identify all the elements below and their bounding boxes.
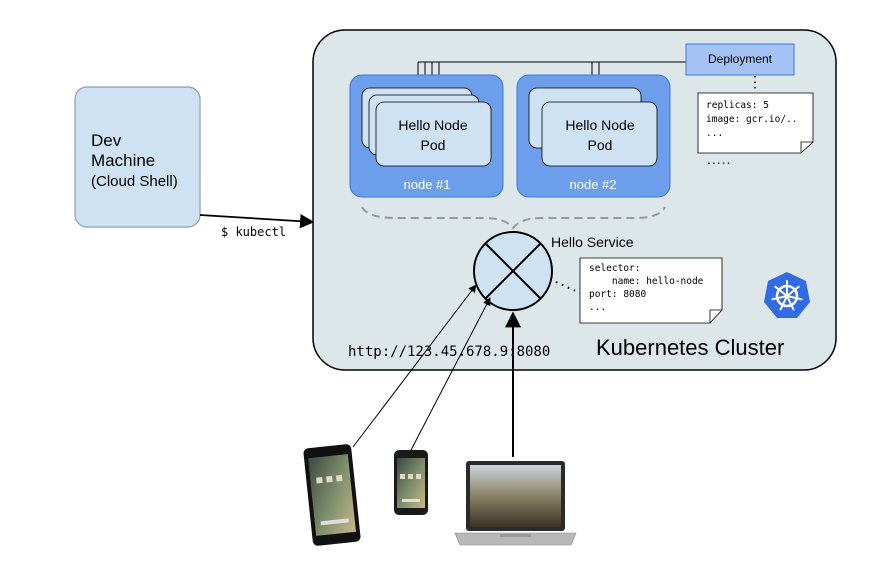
pod-1-line2: Pod: [421, 137, 446, 153]
phone-arrow: [409, 297, 491, 453]
pod-box-2: [541, 101, 658, 167]
deployment-more-dots: .....: [707, 151, 731, 167]
service-config-line-1: selector:: [589, 263, 640, 274]
dev-machine-line2: Machine: [91, 151, 155, 170]
pod-box-1: [375, 101, 492, 167]
service-dotted-link: [555, 281, 581, 294]
deployment-title: Deployment: [708, 52, 773, 66]
cluster-title: Kubernetes Cluster: [596, 335, 784, 360]
kubectl-arrow: [199, 214, 315, 229]
dev-machine-line3: (Cloud Shell): [91, 173, 178, 190]
dev-machine-line1: Dev: [91, 131, 122, 150]
service-config-note: selector: name: hello-node port: 8080 ..…: [579, 257, 723, 324]
phone-icon: [394, 450, 428, 515]
node-2-label: node #2: [570, 177, 617, 192]
service-config-line-2: name: hello-node: [589, 276, 704, 287]
pod-2-line2: Pod: [588, 137, 613, 153]
node-2: Hello Node Pod node #2: [516, 74, 671, 198]
tablet-icon: [303, 444, 361, 546]
nodes-brace: [361, 206, 666, 230]
pod-2-line1: Hello Node: [565, 117, 634, 133]
kubectl-label: $ kubectl: [221, 225, 286, 239]
external-url-label: http://123.45.678.9:8080: [348, 344, 550, 360]
node-1-label: node #1: [404, 177, 451, 192]
tablet-arrow: [352, 284, 477, 448]
deployment-config-line-3: ...: [706, 128, 723, 139]
hello-service-title: Hello Service: [551, 234, 634, 250]
pod-1-line1: Hello Node: [398, 117, 467, 133]
kubernetes-helm-icon: [764, 272, 810, 318]
service-config-line-3: port: 8080: [589, 289, 646, 300]
deployment-config-line-1: replicas: 5: [706, 100, 769, 111]
deployment-config-note: replicas: 5 image: gcr.io/.. ...: [697, 92, 814, 154]
hello-service-node: [473, 231, 553, 311]
service-config-line-4: ...: [589, 302, 606, 313]
dev-machine-box: Dev Machine (Cloud Shell): [74, 86, 201, 228]
laptop-icon: [454, 461, 577, 546]
node-1: Hello Node Pod node #1: [349, 74, 504, 198]
deployment-box: Deployment: [685, 43, 795, 76]
deployment-config-line-2: image: gcr.io/..: [706, 114, 798, 125]
